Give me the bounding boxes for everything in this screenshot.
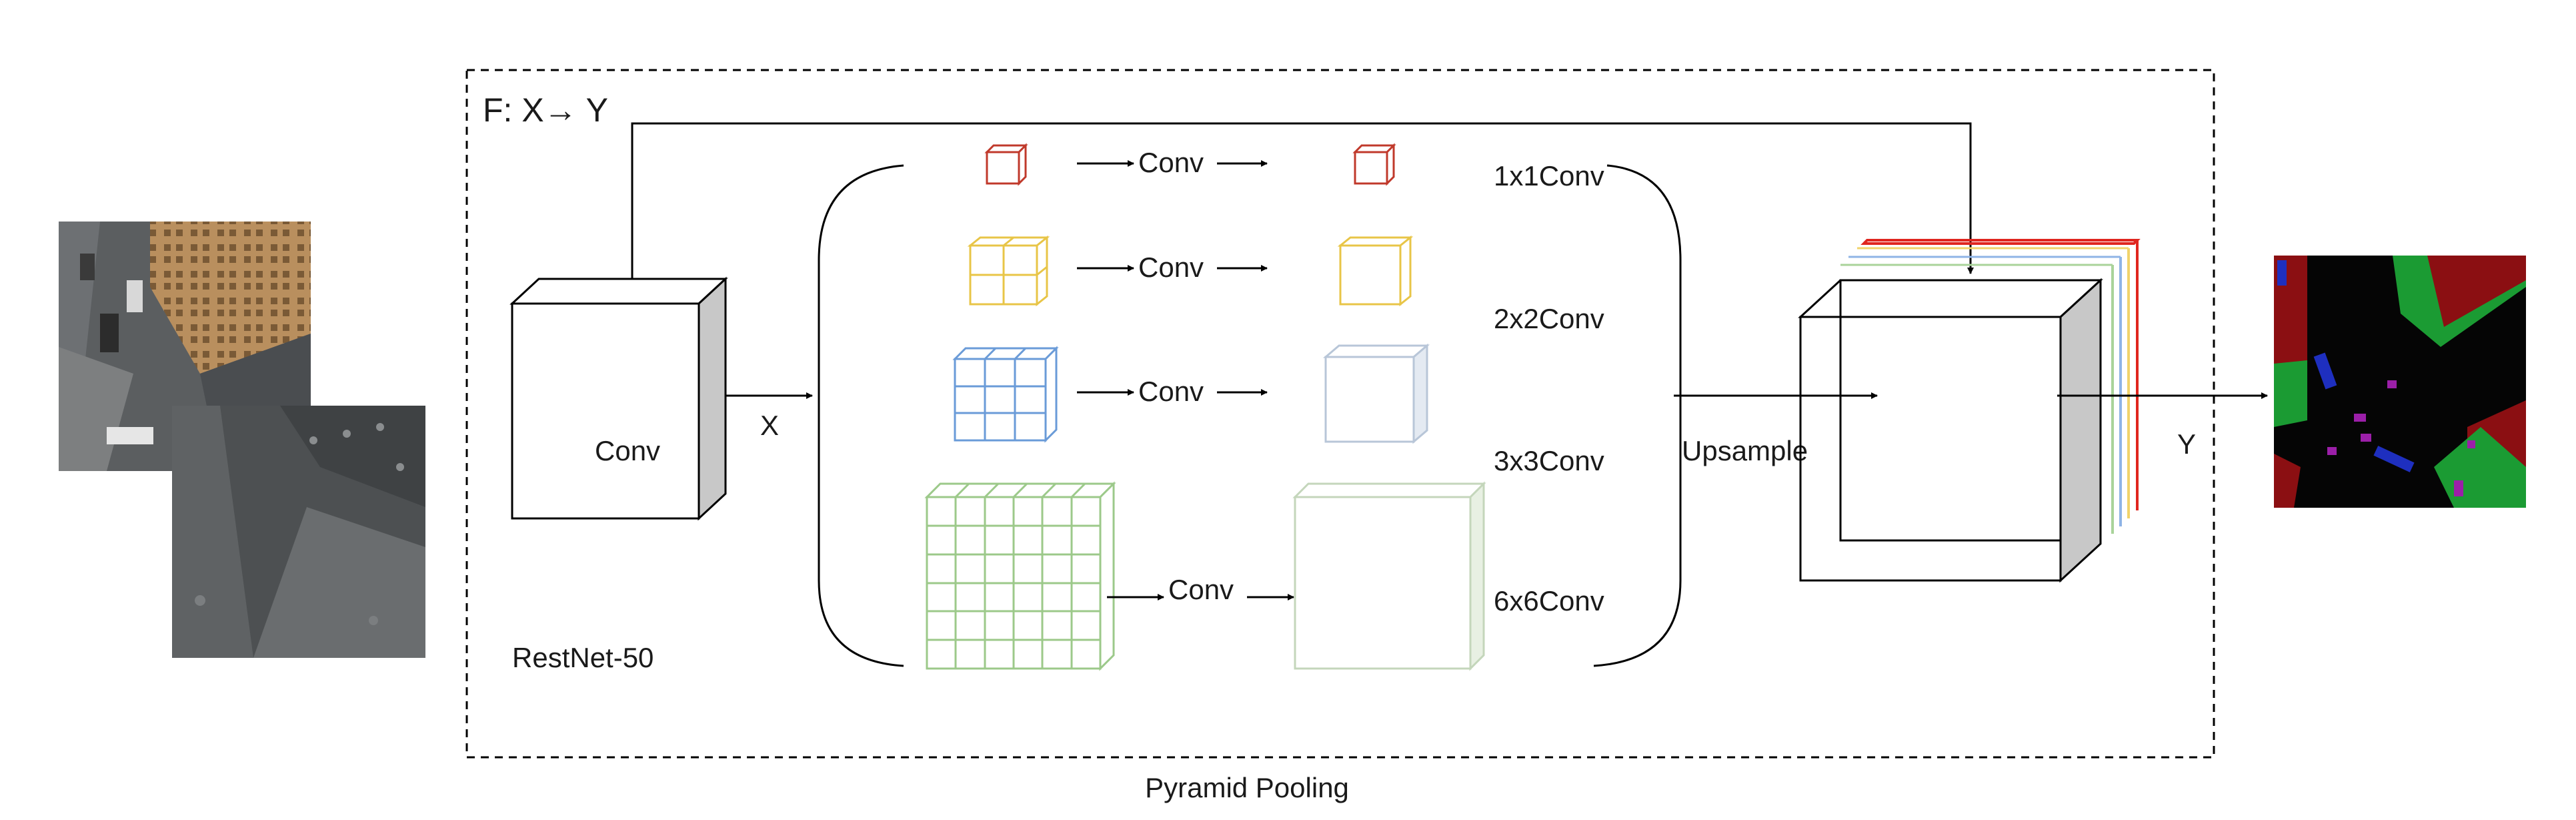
pool-6x6-output-cube [1292, 481, 1486, 671]
backbone-conv-cube [509, 276, 728, 521]
pool-1x1-kernel-label: 1x1Conv [1494, 160, 1604, 191]
pool-6x6-kernel-label: 6x6Conv [1494, 585, 1604, 617]
function-label: F: X→ Y [483, 91, 608, 129]
pool-6x6-input-cube [924, 481, 1116, 671]
pool-3x3-kernel-label: 3x3Conv [1494, 445, 1604, 476]
y-label: Y [2177, 428, 2196, 460]
skip-connection-line [631, 122, 1974, 279]
pool-2x2-output-cube [1337, 235, 1414, 307]
pool-3x3-input-cube [952, 346, 1059, 443]
pool-1x1-input-cube [984, 143, 1028, 186]
segmentation-output-image [2274, 256, 2526, 508]
pool-1x1-output-cube [1352, 143, 1396, 186]
pyramid-pooling-caption: Pyramid Pooling [1145, 772, 1349, 803]
concat-feature-cube [1798, 239, 2141, 583]
pyramid-left-bracket [818, 164, 904, 667]
backbone-name-label: RestNet-50 [512, 642, 654, 673]
pool-2x2-conv-label: Conv [1138, 252, 1204, 283]
pool-3x3-conv-label: Conv [1138, 376, 1204, 407]
pool-6x6-conv-label: Conv [1168, 574, 1234, 605]
x-label: X [760, 410, 779, 441]
pool-2x2-kernel-label: 2x2Conv [1494, 303, 1604, 334]
aerial-thermal-image [172, 406, 425, 658]
pool-1x1-conv-label: Conv [1138, 147, 1204, 178]
pool-2x2-input-cube [967, 235, 1050, 307]
aerial-rgb-image [59, 222, 311, 471]
model-boundary-box [465, 69, 2215, 759]
upsample-label: Upsample [1682, 435, 1808, 466]
pyramid-right-bracket [1593, 164, 1682, 667]
backbone-conv-label: Conv [595, 435, 660, 466]
pool-3x3-output-cube [1322, 343, 1430, 444]
